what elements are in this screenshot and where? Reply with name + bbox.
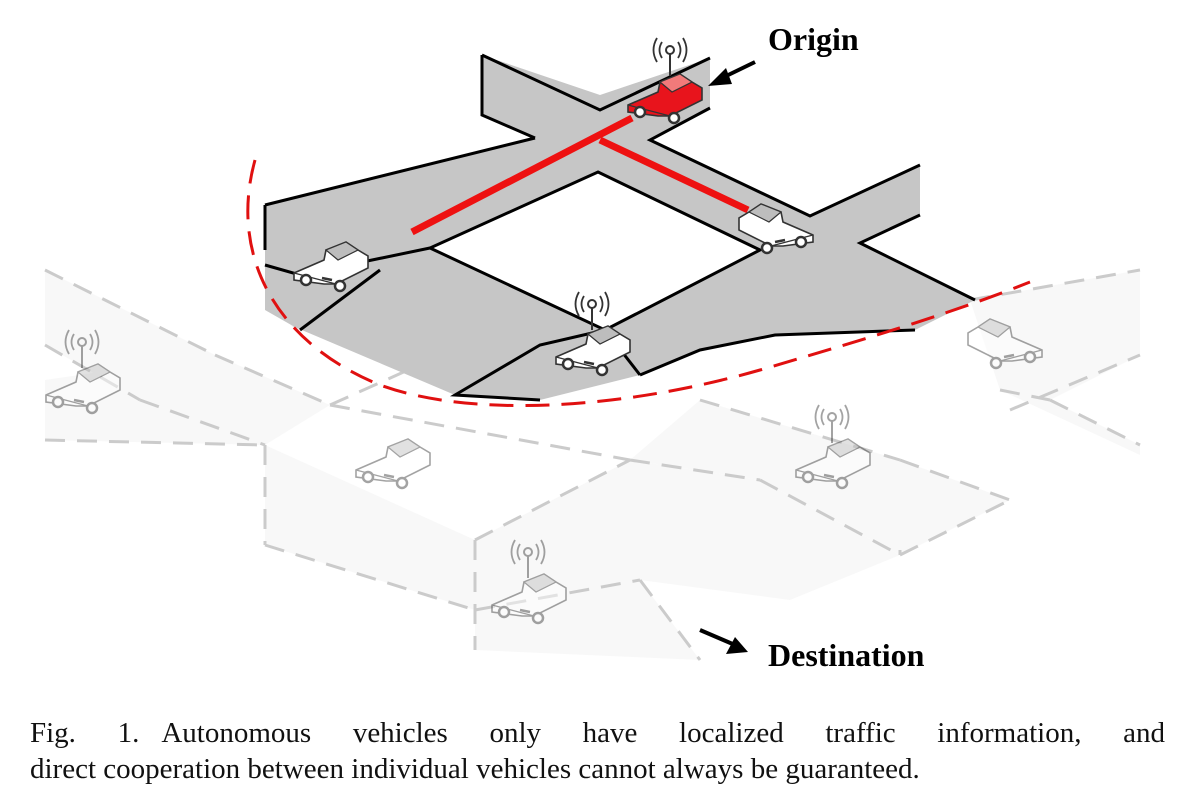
destination-arrow-icon	[699, 628, 748, 654]
traffic-network-diagram: Origin Destination	[44, 21, 1141, 673]
caption-line-1: Fig. 1. Autonomous vehicles only have loc…	[30, 715, 1165, 751]
origin-arrow-icon	[708, 60, 756, 86]
caption-line-2: direct cooperation between individual ve…	[30, 753, 920, 785]
origin-label: Origin	[768, 21, 859, 57]
figure-caption: Fig. 1. Autonomous vehicles only have loc…	[30, 715, 1165, 787]
planned-route	[410, 114, 750, 236]
figure-number: Fig. 1.	[30, 717, 140, 749]
destination-label: Destination	[768, 637, 925, 673]
communication-range-arc	[246, 159, 1031, 407]
caption-text-1: Autonomous vehicles only have localized …	[161, 717, 1165, 749]
local-road-network	[263, 53, 976, 402]
